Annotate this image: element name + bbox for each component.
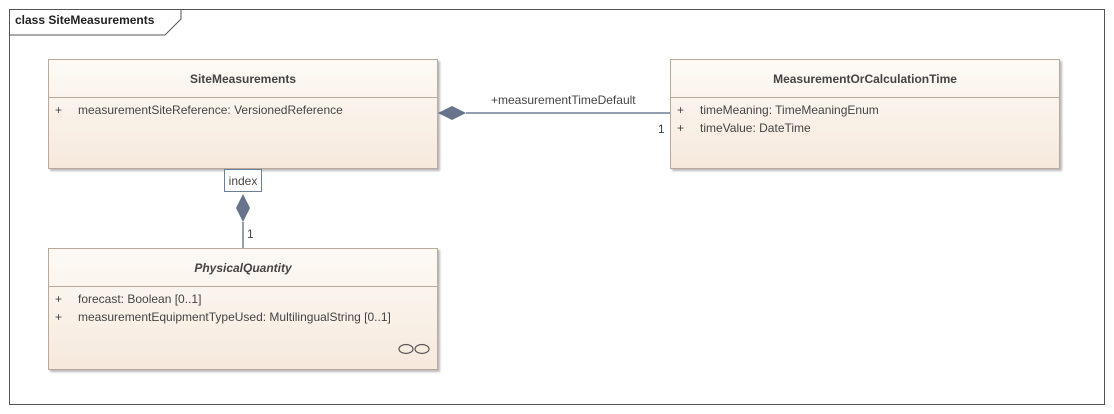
class-name: MeasurementOrCalculationTime <box>671 60 1059 98</box>
diagram-frame <box>9 9 1105 405</box>
association-role-label: +measurementTimeDefault <box>491 93 636 107</box>
attribute-row[interactable]: + timeMeaning: TimeMeaningEnum <box>677 101 1053 119</box>
attribute-row[interactable]: + measurementEquipmentTypeUsed: Multilin… <box>55 308 431 326</box>
association-multiplicity-time: 1 <box>658 122 665 136</box>
attribute-visibility: + <box>55 310 63 324</box>
class-physical-quantity[interactable]: PhysicalQuantity + forecast: Boolean [0.… <box>48 248 438 370</box>
qualifier-index[interactable]: index <box>224 169 262 192</box>
frame-label: class SiteMeasurements <box>15 13 155 27</box>
attribute-text: forecast: Boolean [0..1] <box>78 292 202 306</box>
attribute-text: timeMeaning: TimeMeaningEnum <box>700 103 879 117</box>
attribute-row[interactable]: + forecast: Boolean [0..1] <box>55 290 431 308</box>
composition-diamond-time <box>438 106 466 120</box>
attribute-visibility: + <box>55 292 63 306</box>
class-name: SiteMeasurements <box>49 60 437 98</box>
frame-tab <box>9 9 182 36</box>
composition-diamond-index <box>236 194 250 222</box>
class-name: PhysicalQuantity <box>49 249 437 287</box>
attribute-visibility: + <box>55 103 63 117</box>
attribute-list: + forecast: Boolean [0..1] + measurement… <box>49 287 437 326</box>
linked-element-icon <box>398 343 430 355</box>
attribute-text: timeValue: DateTime <box>700 121 811 135</box>
attribute-list: + timeMeaning: TimeMeaningEnum + timeVal… <box>671 98 1059 137</box>
class-measurement-or-calculation-time[interactable]: MeasurementOrCalculationTime + timeMeani… <box>670 59 1060 169</box>
attribute-row[interactable]: + measurementSiteReference: VersionedRef… <box>55 101 431 119</box>
class-site-measurements[interactable]: SiteMeasurements + measurementSiteRefere… <box>48 59 438 169</box>
association-multiplicity-index: 1 <box>247 227 254 241</box>
attribute-text: measurementSiteReference: VersionedRefer… <box>78 103 343 117</box>
attribute-row[interactable]: + timeValue: DateTime <box>677 119 1053 137</box>
attribute-visibility: + <box>677 103 685 117</box>
attribute-list: + measurementSiteReference: VersionedRef… <box>49 98 437 119</box>
attribute-visibility: + <box>677 121 685 135</box>
attribute-text: measurementEquipmentTypeUsed: Multilingu… <box>78 310 391 324</box>
